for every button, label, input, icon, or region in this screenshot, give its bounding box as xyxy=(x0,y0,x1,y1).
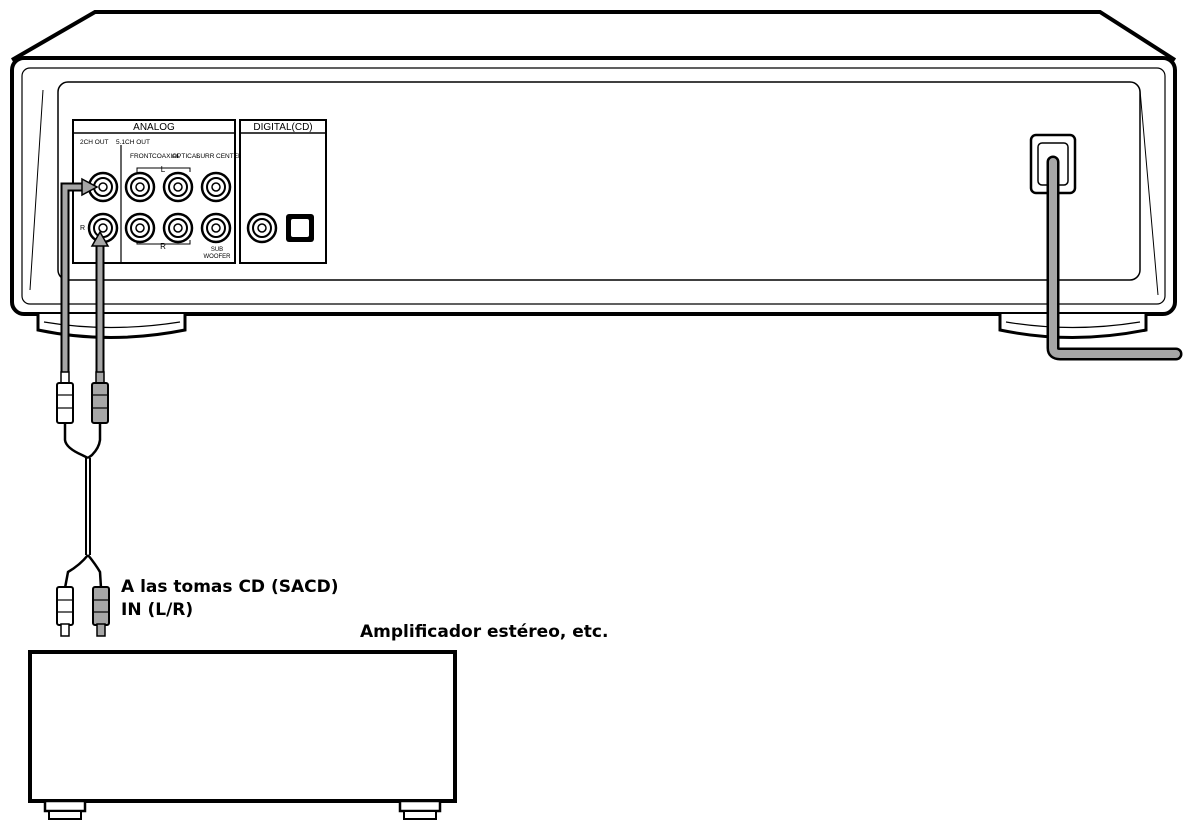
jack-digital-optical xyxy=(286,214,314,242)
power-cord xyxy=(1046,155,1183,361)
player-foot-left xyxy=(36,314,187,339)
jack-digital-coaxial xyxy=(246,212,278,244)
jack-callout-line2: IN (L/R) xyxy=(121,600,194,620)
jack-front-l-1 xyxy=(124,171,156,203)
jack-front-r-1 xyxy=(124,212,156,244)
audio-cable xyxy=(63,423,103,589)
rca-plug-bottom-r xyxy=(92,586,110,637)
out-2ch-label: 2CH OUT xyxy=(80,139,109,146)
cable-arrow-r xyxy=(90,230,110,372)
cable-arrow-l xyxy=(60,177,99,372)
jack-sub-woofer xyxy=(200,212,232,244)
rca-plug-bottom-l xyxy=(56,586,74,637)
sub-label: SUB xyxy=(211,247,223,253)
digital-label: DIGITAL(CD) xyxy=(253,122,312,133)
amplifier xyxy=(28,650,457,803)
jack-center xyxy=(200,171,232,203)
amplifier-foot-left xyxy=(43,799,87,820)
woofer-label: WOOFER xyxy=(204,254,232,260)
jack-callout-line1: A las tomas CD (SACD) xyxy=(121,577,339,597)
coaxial-label: COAXIAL xyxy=(152,153,181,160)
channel-l-label: L xyxy=(161,165,166,174)
jack-r-marker: R xyxy=(80,225,85,232)
center-label: CENTER xyxy=(216,153,243,160)
analog-label: ANALOG xyxy=(133,122,175,133)
rca-plug-top-l xyxy=(56,371,74,424)
rca-plug-top-r xyxy=(91,371,109,424)
optical-label: OPTICAL xyxy=(172,153,200,160)
channel-r-label: R xyxy=(160,242,166,251)
out-51ch-label: 5.1CH OUT xyxy=(116,139,150,146)
jack-callout: A las tomas CD (SACD) IN (L/R) xyxy=(121,576,338,622)
player-foot-right xyxy=(998,314,1148,339)
amplifier-foot-right xyxy=(398,799,442,820)
jack-front-l-2 xyxy=(162,171,194,203)
front-label: FRONT xyxy=(130,153,152,160)
jack-front-r-2 xyxy=(162,212,194,244)
surr-label: SURR xyxy=(196,153,215,160)
amplifier-label: Amplificador estéreo, etc. xyxy=(360,622,609,642)
